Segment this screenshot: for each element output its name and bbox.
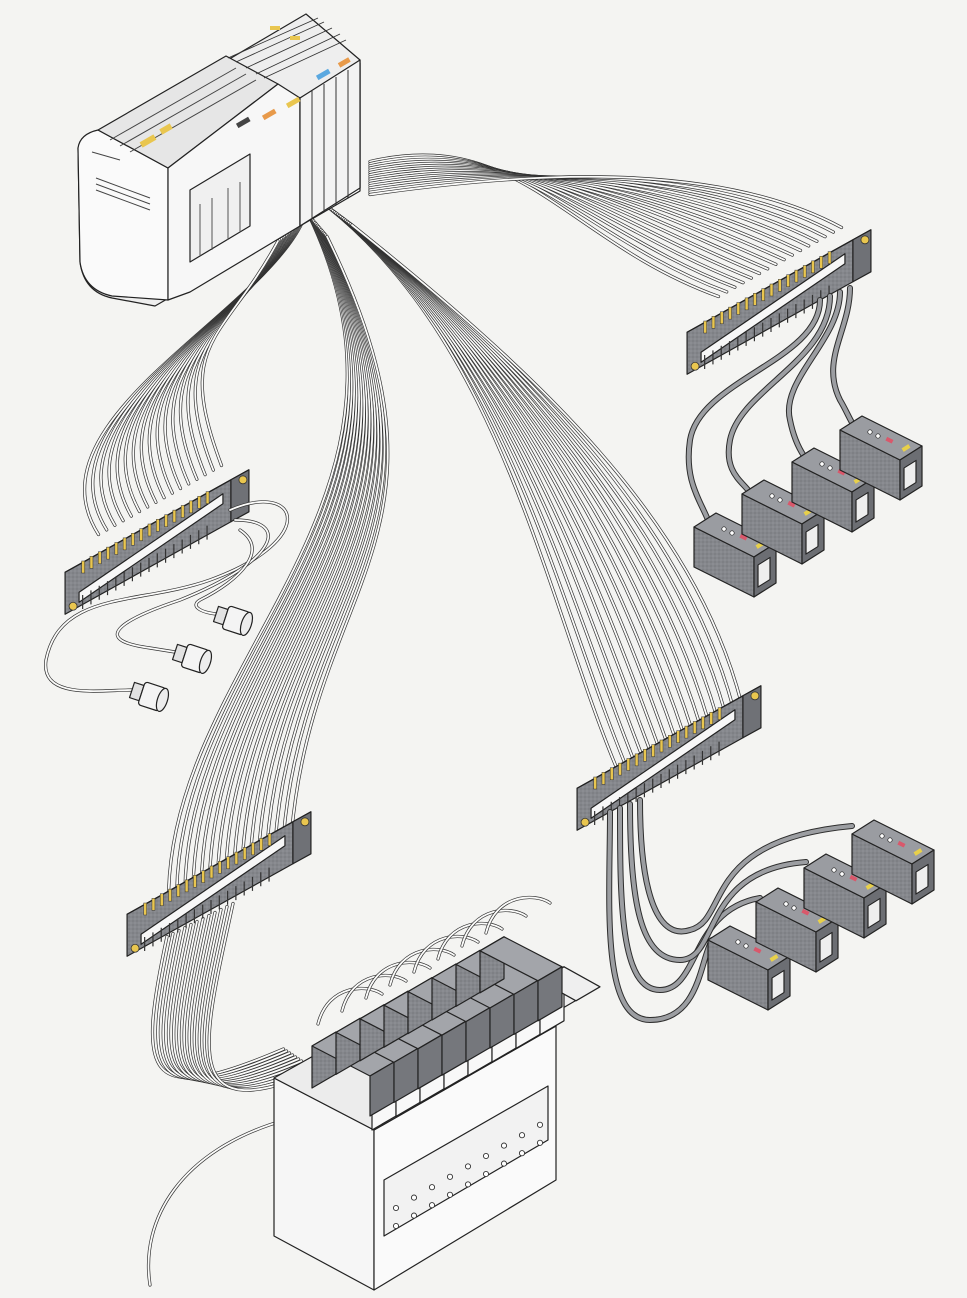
terminal-block-icon [126, 811, 312, 957]
photoelectric-sensor-icon [803, 853, 887, 939]
proximity-sensor-group [44, 500, 289, 713]
harness-to-bottom-left [166, 213, 390, 905]
harness-to-valve-manifold [150, 895, 552, 1092]
terminal-block-icon [64, 469, 250, 615]
photoelectric-sensor-icon [693, 512, 777, 598]
harness-to-middle-right [326, 205, 744, 775]
terminal-block-icon [686, 229, 872, 375]
harness-to-top-right [368, 153, 844, 299]
terminal-block-icon [576, 685, 762, 831]
harness-to-left [82, 221, 304, 537]
photoelectric-sensor-icon [791, 447, 875, 533]
photoelectric-sensor-icon [839, 415, 923, 501]
photoelectric-sensor-icon [741, 479, 825, 565]
proximity-sensor-icon [128, 681, 170, 713]
proximity-sensor-icon [171, 643, 213, 675]
solenoid-valve [479, 936, 601, 1036]
photoelectric-sensor-icon [707, 925, 791, 1011]
proximity-sensor-icon [212, 605, 254, 637]
plc-controller-icon [77, 13, 361, 307]
photoelectric-sensor-icon [851, 819, 935, 905]
solenoid-valve-manifold-icon [147, 936, 601, 1291]
solenoid-valve [335, 1017, 457, 1117]
